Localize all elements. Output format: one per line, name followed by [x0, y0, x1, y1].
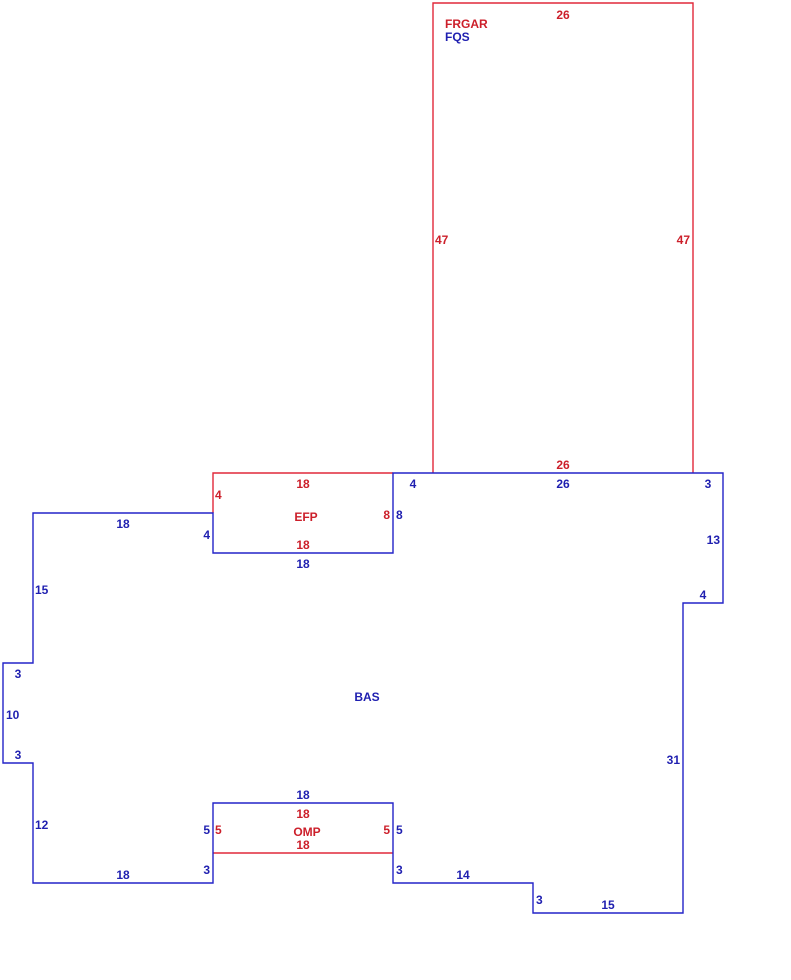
- frgar-outline: [432, 2, 694, 473]
- frgar-left-dim: 47: [435, 233, 449, 247]
- bas-bottom-mid-dim: 14: [456, 868, 470, 882]
- bas-left-far-dim: 10: [6, 708, 20, 722]
- bas-efp-bottom-dim: 18: [296, 557, 310, 571]
- frgar-right-dim: 47: [677, 233, 691, 247]
- bas-top-left-dim: 18: [116, 517, 130, 531]
- efp-top-dim: 18: [296, 477, 310, 491]
- bas-outline: [2, 472, 724, 914]
- efp-outline: [212, 472, 393, 513]
- bas-right-upper-dim: 13: [707, 533, 721, 547]
- efp-left-dim: 4: [215, 488, 222, 502]
- bas-left-step-top-dim: 3: [15, 667, 22, 681]
- bas-omp-top-dim: 18: [296, 788, 310, 802]
- bas-left-step-bottom-dim: 3: [15, 748, 22, 762]
- bas-omp-left-dim: 3: [203, 863, 210, 877]
- efp-label: EFP: [294, 510, 317, 524]
- bas-right-top-dim: 3: [705, 477, 712, 491]
- bas-bottom-left-dim: 18: [116, 868, 130, 882]
- bas-efp-right-dim: 8: [396, 508, 403, 522]
- bas-omp-right-dim: 3: [396, 863, 403, 877]
- bas-top-right-dim: 26: [556, 477, 570, 491]
- bas-label: BAS: [354, 690, 379, 704]
- omp-bottom-dim: 18: [296, 838, 310, 852]
- omp-right-dim: 5: [383, 823, 390, 837]
- omp-top-dim: 18: [296, 807, 310, 821]
- bas-right-lower-dim: 31: [667, 753, 681, 767]
- fqs-label: FQS: [445, 30, 470, 44]
- bas-omp-left-side-dim: 5: [203, 823, 210, 837]
- frgar-top-dim: 26: [556, 8, 570, 22]
- bas-bottom-right-dim: 15: [601, 898, 615, 912]
- bas-top-step-dim: 4: [410, 477, 417, 491]
- bas-left-upper-dim: 15: [35, 583, 49, 597]
- bas-left-lower-dim: 12: [35, 818, 49, 832]
- frgar-label: FRGAR: [445, 17, 488, 31]
- bas-bottom-step-right-dim: 3: [536, 893, 543, 907]
- bas-right-step-dim: 4: [700, 588, 707, 602]
- bas-omp-right-side-dim: 5: [396, 823, 403, 837]
- frgar-bottom-dim: 26: [556, 458, 570, 472]
- omp-label: OMP: [293, 825, 320, 839]
- bas-efp-left-dim: 4: [203, 528, 210, 542]
- efp-bottom-dim: 18: [296, 538, 310, 552]
- efp-right-dim: 8: [383, 508, 390, 522]
- omp-left-dim: 5: [215, 823, 222, 837]
